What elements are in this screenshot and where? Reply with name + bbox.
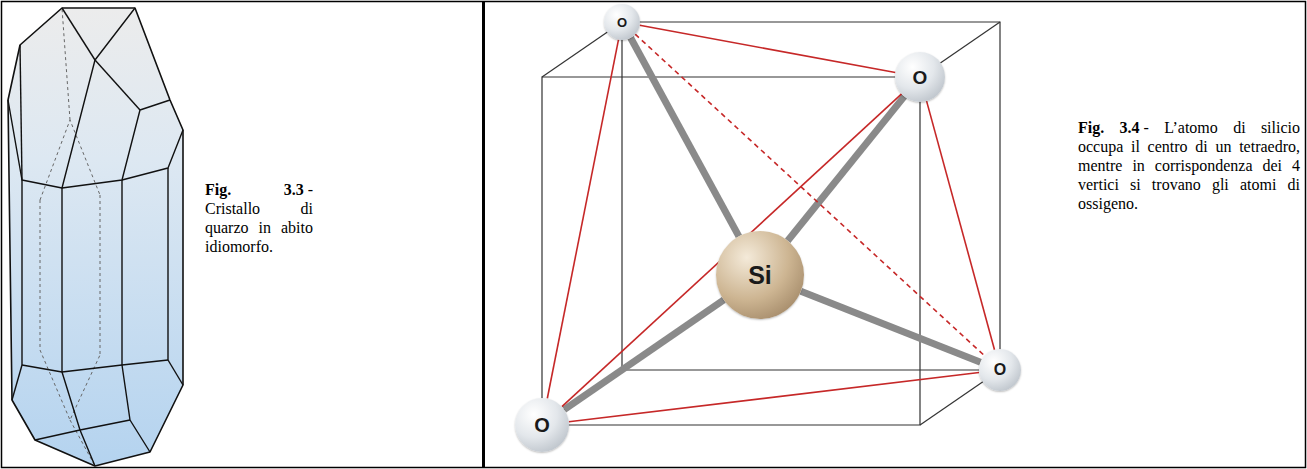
tetrahedron-edge (569, 373, 979, 422)
cube-outline (542, 22, 1000, 425)
figure-caption: Fig. 3.3- Cristallo di quarzo in abito i… (205, 180, 313, 256)
tetrahedron-edge (547, 40, 618, 399)
tetrahedron-edge (927, 101, 995, 350)
oxygen-atom: O (515, 398, 569, 452)
tetrahedron-edge (640, 25, 896, 72)
bond-line (564, 300, 724, 410)
oxygen-atom: O (604, 4, 640, 40)
atom-symbol: O (617, 16, 627, 29)
bond-line (788, 96, 905, 240)
atom-symbol: O (913, 68, 928, 87)
quartz-crystal (8, 8, 183, 466)
atom-symbol: O (994, 362, 1006, 378)
tetrahedron-edge (635, 34, 984, 356)
tetrahedron-edge (562, 94, 902, 407)
atom-symbol: O (534, 415, 550, 435)
figure-number: Fig. 3.4 (1078, 119, 1140, 136)
divider (482, 2, 485, 468)
oxygen-atom: O (895, 52, 945, 102)
figure-caption: Fig. 3.4- L’atomo di silicio occupa il c… (1078, 118, 1300, 213)
silicon-atom: Si (716, 231, 804, 319)
figure-number: Fig. 3.3 (205, 181, 304, 198)
bond-line (631, 38, 739, 237)
oxygen-atom: O (979, 349, 1021, 391)
atom-symbol: Si (748, 263, 772, 288)
